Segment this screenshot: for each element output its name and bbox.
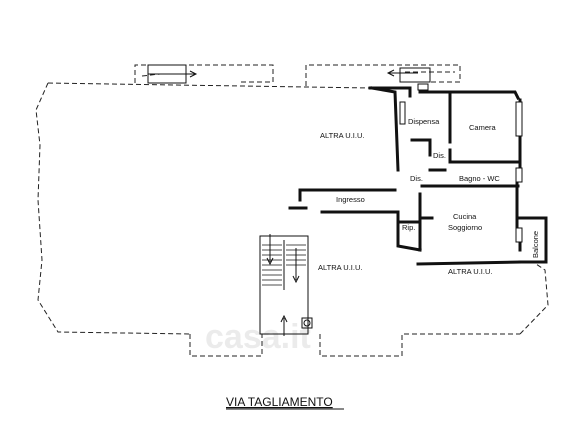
label-dispensa: Dispensa <box>408 117 440 126</box>
street-name: VIA TAGLIAMENTO <box>226 395 333 409</box>
building-outline <box>35 64 549 357</box>
label-dis-1: Dis. <box>433 151 446 160</box>
staircase <box>259 234 313 336</box>
watermark: casa.it <box>205 318 311 356</box>
label-bagno: Bagno - WC <box>459 174 500 183</box>
label-altra-top: ALTRA U.I.U. <box>320 131 364 140</box>
room-labels: ALTRA U.I.U. Dispensa Camera Dis. Dis. B… <box>318 117 540 276</box>
label-altra-bottom-left: ALTRA U.I.U. <box>318 263 362 272</box>
apartment-walls <box>288 86 548 266</box>
windows <box>399 83 523 243</box>
label-rip: Rip. <box>402 223 415 232</box>
label-ingresso: Ingresso <box>336 195 365 204</box>
label-soggiorno: Soggiorno <box>448 223 482 232</box>
label-dis-2: Dis. <box>410 174 423 183</box>
label-camera: Camera <box>469 123 497 132</box>
label-cucina: Cucina <box>453 212 477 221</box>
label-altra-bottom-right: ALTRA U.I.U. <box>448 267 492 276</box>
balcony-arrows <box>147 64 431 84</box>
label-balcone: Balcone <box>531 231 540 258</box>
